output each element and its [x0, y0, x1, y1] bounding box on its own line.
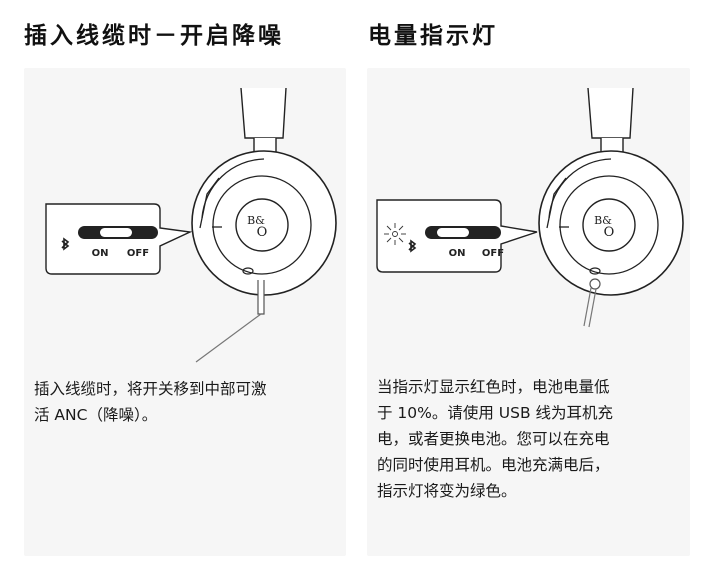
switch-off-label: OFF [127, 248, 149, 259]
headband [240, 87, 287, 139]
ear-cup-port [589, 267, 601, 275]
ear-cup-ring [212, 175, 312, 275]
caption-line: 电，或者更换电池。您可以在充电 [377, 430, 610, 448]
ear-cup-edge [546, 177, 567, 229]
switch-knob [437, 228, 469, 237]
indicator-light-icon [384, 223, 406, 245]
left-illustration: B& O ON OFF [45, 87, 337, 363]
switch-on-label: ON [92, 248, 109, 259]
logo-disc [235, 198, 289, 252]
right-heading: 电量指示灯 [368, 23, 498, 49]
right-panel: B& O ON OFF 当指示灯显示红色时，电池电量低 于 10%。请使用 US… [367, 68, 690, 556]
ear-cup-ring [559, 175, 659, 275]
switch-on-label: ON [449, 248, 466, 259]
left-panel: B& O ON OFF 插入线缆时，将开关移到中部可激 活 ANC（降噪）。 [24, 68, 346, 556]
cable [195, 313, 262, 363]
ear-cup-port [242, 267, 254, 275]
logo-top: B& [594, 214, 612, 227]
bluetooth-icon [61, 237, 70, 251]
caption-line: 活 ANC（降噪）。 [34, 406, 158, 424]
logo-bottom: O [257, 225, 268, 240]
bluetooth-icon [408, 239, 417, 253]
usb-cable [583, 287, 592, 327]
caption-line: 的同时使用耳机。电池充满电后， [377, 456, 610, 474]
logo-top: B& [247, 214, 265, 227]
caption-line: 于 10%。请使用 USB 线为耳机充 [377, 404, 614, 422]
ear-cup-edge [199, 177, 220, 229]
left-heading: 插入线缆时－开启降噪 [24, 23, 284, 49]
switch-off-label: OFF [482, 248, 504, 259]
headband [587, 87, 634, 139]
right-caption: 当指示灯显示红色时，电池电量低 于 10%。请使用 USB 线为耳机充 电，或者… [377, 374, 613, 504]
left-caption: 插入线缆时，将开关移到中部可激 活 ANC（降噪）。 [34, 376, 267, 428]
caption-line: 指示灯将变为绿色。 [377, 482, 517, 500]
caption-line: 插入线缆时，将开关移到中部可激 [34, 380, 267, 398]
right-illustration: B& O ON OFF [376, 87, 684, 328]
usb-port-icon [589, 278, 601, 290]
cable-plug [257, 280, 265, 315]
logo-bottom: O [604, 225, 615, 240]
caption-line: 当指示灯显示红色时，电池电量低 [377, 378, 610, 396]
usb-cable-edge [588, 288, 597, 328]
switch-knob [100, 228, 132, 237]
logo-disc [582, 198, 636, 252]
